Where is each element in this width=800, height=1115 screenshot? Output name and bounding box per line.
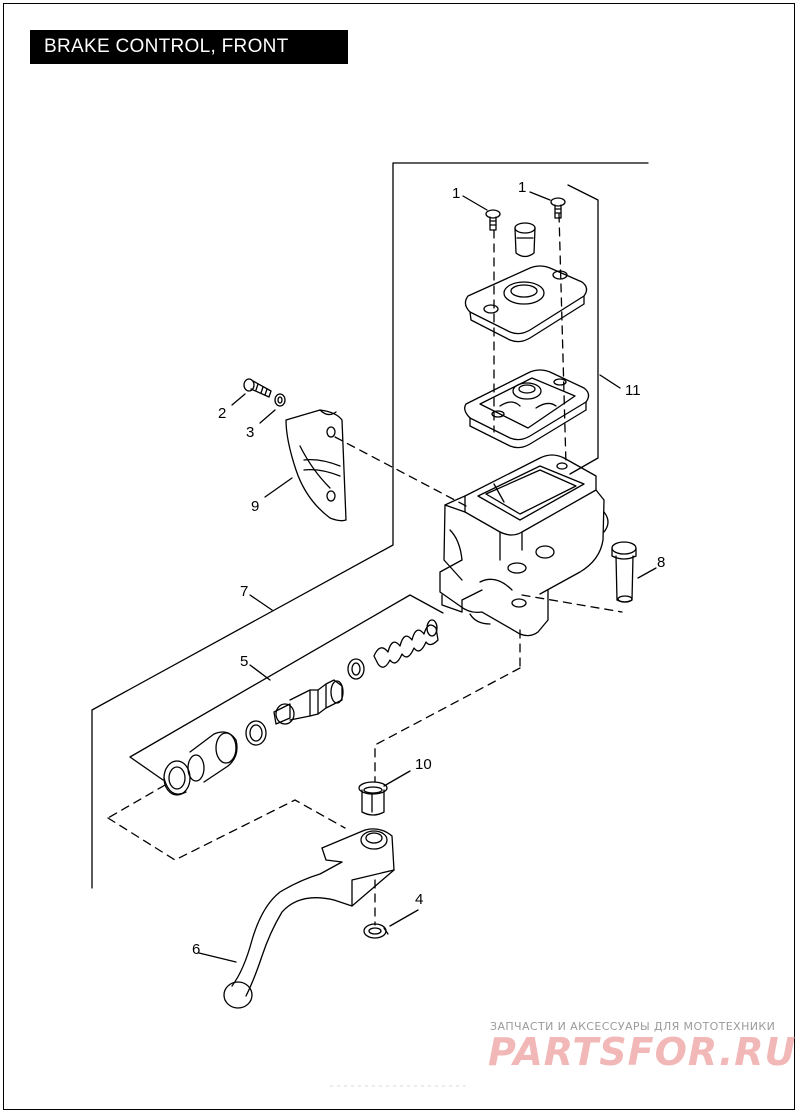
- piston: [273, 679, 344, 725]
- callout-10: 10: [415, 756, 432, 773]
- callout-1-right: 1: [518, 179, 526, 196]
- return-spring: [373, 619, 439, 668]
- handlebar-clamp: [285, 409, 347, 522]
- callout-1-left: 1: [452, 185, 460, 202]
- screw-item-1-right: [550, 197, 566, 219]
- leader-lines: [198, 191, 657, 963]
- pivot-bushing-item-10: [358, 781, 388, 816]
- master-cylinder-body: [439, 454, 609, 637]
- page-frame: [3, 3, 795, 1110]
- callout-7: 7: [240, 583, 248, 600]
- callout-4: 4: [415, 891, 423, 908]
- bracket-assembly-5: [129, 594, 444, 781]
- pivot-pin-item-8: [611, 541, 637, 603]
- reservoir-plug: [514, 222, 536, 258]
- washer-item-3: [274, 393, 286, 407]
- boot-retainer: [163, 760, 191, 796]
- page-title: BRAKE CONTROL, FRONT: [30, 30, 348, 64]
- clamp-screw-item-2: [243, 378, 272, 398]
- bracket-assembly-7: [91, 162, 649, 889]
- callout-3: 3: [246, 424, 254, 441]
- callout-8: 8: [657, 554, 665, 571]
- watermark-logo: PARTSFOR.RU: [488, 1030, 797, 1074]
- guide-lines: [107, 213, 623, 926]
- seal-ring: [347, 658, 365, 680]
- faint-footer-mark: [330, 1085, 470, 1087]
- callout-labels: 1 1 2 3 4 5 6 7 8 9 10 11: [192, 179, 665, 958]
- watermark-tagline: ЗАПЧАСТИ И АКСЕССУАРЫ ДЛЯ МОТОТЕХНИКИ: [490, 1020, 776, 1033]
- o-ring: [245, 720, 267, 746]
- retaining-ring-item-4: [363, 923, 389, 939]
- bracket-assembly-11: [567, 184, 599, 475]
- boot: [187, 731, 238, 783]
- callout-11: 11: [625, 382, 641, 399]
- callout-2: 2: [218, 405, 226, 422]
- reservoir-diaphragm: [464, 369, 590, 449]
- brake-lever: [223, 828, 395, 1009]
- callout-5: 5: [240, 653, 248, 670]
- screw-item-1-left: [485, 209, 501, 231]
- reservoir-cover: [464, 265, 588, 343]
- callout-6: 6: [192, 941, 200, 958]
- callout-9: 9: [251, 498, 259, 515]
